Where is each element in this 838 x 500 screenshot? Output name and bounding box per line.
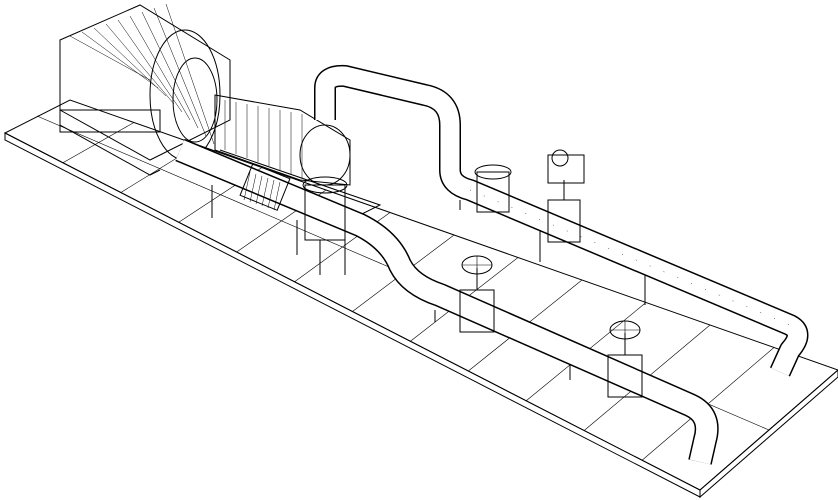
pump-nozzle-tee (302, 176, 348, 241)
coupling-bellows-line (243, 171, 251, 201)
pipe-supports (211, 185, 646, 380)
motor-rib-line (69, 35, 151, 81)
check-valve (474, 164, 512, 213)
motor-rib-line (153, 7, 207, 137)
coupling-bellows-line (249, 173, 257, 203)
actuated-valve (547, 149, 585, 243)
motor-rib-line (129, 15, 191, 121)
motor-rib-line (141, 11, 199, 129)
motor-rib-line (117, 19, 183, 113)
motor-rib-line (105, 23, 175, 105)
coupling-bellows-line (267, 179, 275, 209)
motor-rib-line (81, 31, 159, 89)
coupling-bellows-line (261, 177, 269, 207)
gate-valve-with-handwheel-1 (459, 255, 495, 333)
flexible-coupling (239, 163, 291, 211)
coupling-bellows-line (273, 181, 281, 211)
lower-suction-pipe (175, 138, 719, 465)
upper-discharge-pipe (314, 64, 809, 377)
coupling-bellows-line (255, 175, 263, 205)
gate-valve-with-handwheel-2 (607, 320, 643, 398)
motor-rib-line (93, 27, 167, 97)
motor-rib-line (165, 3, 215, 145)
